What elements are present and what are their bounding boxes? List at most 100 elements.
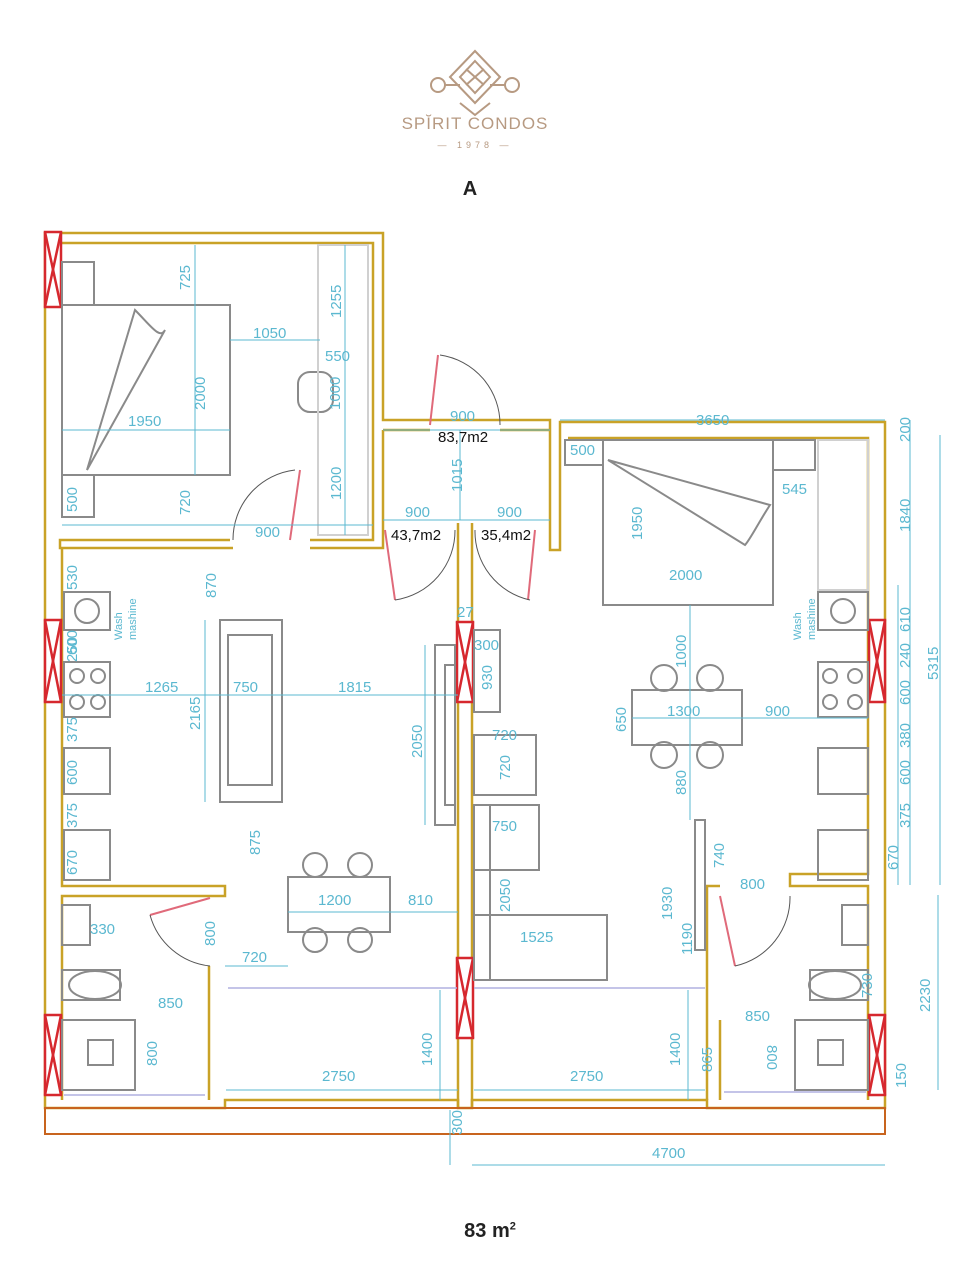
dim-530: 530 — [64, 565, 81, 590]
total-area-unit: 2 — [509, 1220, 516, 1233]
dim-850a: 850 — [158, 995, 183, 1012]
area-right: 35,4m2 — [481, 527, 531, 544]
dim-750b: 750 — [492, 818, 517, 835]
dim-1400b: 1400 — [667, 1033, 684, 1066]
doors — [149, 354, 791, 967]
dim-2000b: 2000 — [669, 567, 702, 584]
dim-750a: 750 — [233, 679, 258, 696]
area-total: 83,7m2 — [438, 429, 488, 446]
dim-1950a: 1950 — [128, 413, 161, 430]
dim-500b: 500 — [570, 442, 595, 459]
dim-1200b: 1200 — [318, 892, 351, 909]
dim-725: 725 — [177, 265, 194, 290]
dim-1525: 1525 — [520, 929, 553, 946]
dim-1255: 1255 — [328, 285, 345, 318]
dim-600b: 600 — [64, 760, 81, 785]
dim-1190: 1190 — [679, 923, 696, 955]
balcony-slab — [44, 1107, 886, 1135]
dim-1815: 1815 — [338, 679, 371, 696]
plan-title: A — [462, 178, 478, 200]
dim-600d: 600 — [897, 760, 914, 785]
dim-740: 740 — [711, 843, 728, 868]
dim-150: 150 — [893, 1063, 910, 1088]
dim-930: 930 — [479, 665, 496, 690]
dim-900b: 900 — [450, 408, 475, 425]
dim-2750b: 2750 — [570, 1068, 603, 1085]
dim-27: 27 — [457, 604, 474, 621]
dim-650: 650 — [613, 707, 630, 732]
dim-250: 250 — [64, 637, 81, 662]
dim-800d: 800 — [763, 1045, 780, 1070]
area-left: 43,7m2 — [391, 527, 441, 544]
brand-year: — 1978 — — [437, 140, 513, 150]
dim-600a: 600 — [64, 630, 81, 655]
furniture — [61, 244, 869, 1091]
dim-720b: 720 — [492, 727, 517, 744]
wash-label-right: Wash — [792, 612, 804, 640]
dim-300b: 300 — [449, 1110, 466, 1135]
dim-4700: 4700 — [652, 1145, 685, 1162]
dim-610: 610 — [897, 607, 914, 632]
dim-900e: 900 — [765, 703, 790, 720]
dim-720c: 720 — [497, 755, 514, 780]
total-area: 83 m2 — [420, 1220, 560, 1243]
dim-875: 875 — [247, 830, 264, 855]
dim-2050b: 2050 — [497, 879, 514, 912]
dim-800c: 800 — [144, 1041, 161, 1066]
dim-2750a: 2750 — [322, 1068, 355, 1085]
dim-670a: 670 — [64, 850, 81, 875]
dim-900c: 900 — [405, 504, 430, 521]
dim-200: 200 — [897, 417, 914, 442]
dim-600c: 600 — [897, 680, 914, 705]
brand-name: SPĬRIT CONDOS — [401, 114, 549, 133]
dim-850b: 850 — [745, 1008, 770, 1025]
dim-1000b: 1000 — [673, 635, 690, 668]
dim-330: 330 — [90, 921, 115, 938]
dim-670b: 670 — [885, 845, 902, 870]
dim-1400a: 1400 — [419, 1033, 436, 1066]
dim-380: 380 — [897, 723, 914, 748]
dim-900a: 900 — [255, 524, 280, 541]
dim-865: 865 — [699, 1047, 716, 1072]
dim-2230: 2230 — [917, 979, 934, 1012]
dim-550: 550 — [325, 348, 350, 365]
dim-1015: 1015 — [449, 459, 466, 492]
dim-5315: 5315 — [925, 647, 942, 680]
dim-1265: 1265 — [145, 679, 178, 696]
walls — [43, 231, 887, 1110]
dim-720d: 720 — [242, 949, 267, 966]
dim-300a: 300 — [474, 637, 499, 654]
dim-2050a: 2050 — [409, 725, 426, 758]
dim-375b: 375 — [64, 803, 81, 828]
dim-900d: 900 — [497, 504, 522, 521]
dimension-lines — [62, 245, 941, 1166]
dim-2000a: 2000 — [192, 377, 209, 410]
windows — [43, 230, 887, 1097]
dim-1000a: 1000 — [327, 377, 344, 410]
dim-800b: 800 — [202, 921, 219, 946]
dim-1200a: 1200 — [328, 467, 345, 500]
dim-375c: 375 — [897, 803, 914, 828]
dim-880: 880 — [673, 770, 690, 795]
dim-870: 870 — [203, 573, 220, 598]
spirit-condos-logo — [430, 49, 520, 117]
total-area-value: 83 m — [464, 1220, 510, 1242]
dim-720a: 720 — [177, 490, 194, 515]
dim-1950b: 1950 — [629, 507, 646, 540]
dim-1300: 1300 — [667, 703, 700, 720]
dim-1050: 1050 — [253, 325, 286, 342]
wash-label-left-2: mashine — [127, 598, 139, 640]
dim-375a: 375 — [64, 717, 81, 742]
glazing — [64, 987, 866, 1096]
dim-1840: 1840 — [897, 499, 914, 532]
wash-label-right-2: mashine — [806, 598, 818, 640]
dim-810: 810 — [408, 892, 433, 909]
dim-2165: 2165 — [187, 697, 204, 730]
dim-3650: 3650 — [696, 412, 729, 429]
dim-240: 240 — [897, 643, 914, 668]
dimension-labels: 725 1255 1050 550 2000 1000 1950 500 720… — [64, 265, 942, 1162]
dim-730: 730 — [859, 973, 876, 998]
dim-500a: 500 — [64, 487, 81, 512]
wash-label-left: Wash — [113, 612, 125, 640]
